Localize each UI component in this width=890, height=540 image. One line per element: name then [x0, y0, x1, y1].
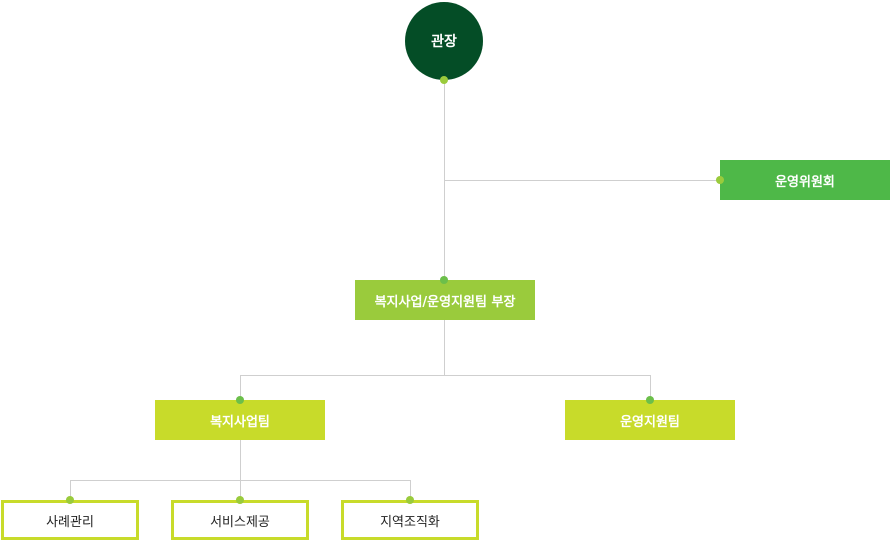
- connector-to-service-provision: [240, 480, 241, 500]
- junction-dot-director: [440, 76, 448, 84]
- junction-dot-committee: [716, 176, 724, 184]
- connector-to-welfare-team: [240, 375, 241, 400]
- community-organizing-label: 지역조직화: [380, 514, 440, 530]
- service-provision-label: 서비스제공: [210, 514, 270, 530]
- committee-node: 운영위원회: [720, 160, 890, 200]
- connector-welfare-team-down: [240, 440, 241, 480]
- case-management-node: 사례관리: [1, 500, 139, 540]
- welfare-team-label: 복지사업팀: [210, 414, 270, 430]
- connector-to-operations-team: [650, 375, 651, 400]
- connector-to-case-management: [70, 480, 71, 500]
- connector-to-committee: [444, 180, 720, 181]
- connector-division-down: [444, 320, 445, 375]
- director-node: 관장: [405, 2, 483, 80]
- service-provision-node: 서비스제공: [171, 500, 309, 540]
- connector-to-community-organizing: [410, 480, 411, 500]
- division-head-node: 복지사업/운영지원팀 부장: [355, 280, 535, 320]
- director-label: 관장: [431, 34, 457, 50]
- junction-dot-community-organizing: [406, 496, 414, 504]
- case-management-label: 사례관리: [46, 514, 94, 530]
- operations-team-node: 운영지원팀: [565, 400, 735, 440]
- community-organizing-node: 지역조직화: [341, 500, 479, 540]
- junction-dot-service-provision: [236, 496, 244, 504]
- junction-dot-operations-team: [646, 396, 654, 404]
- operations-team-label: 운영지원팀: [620, 414, 680, 430]
- committee-label: 운영위원회: [775, 174, 835, 190]
- junction-dot-division: [440, 276, 448, 284]
- connector-teams-horizontal: [240, 375, 650, 376]
- junction-dot-welfare-team: [236, 396, 244, 404]
- junction-dot-case-management: [66, 496, 74, 504]
- division-head-label: 복지사업/운영지원팀 부장: [374, 294, 516, 310]
- welfare-team-node: 복지사업팀: [155, 400, 325, 440]
